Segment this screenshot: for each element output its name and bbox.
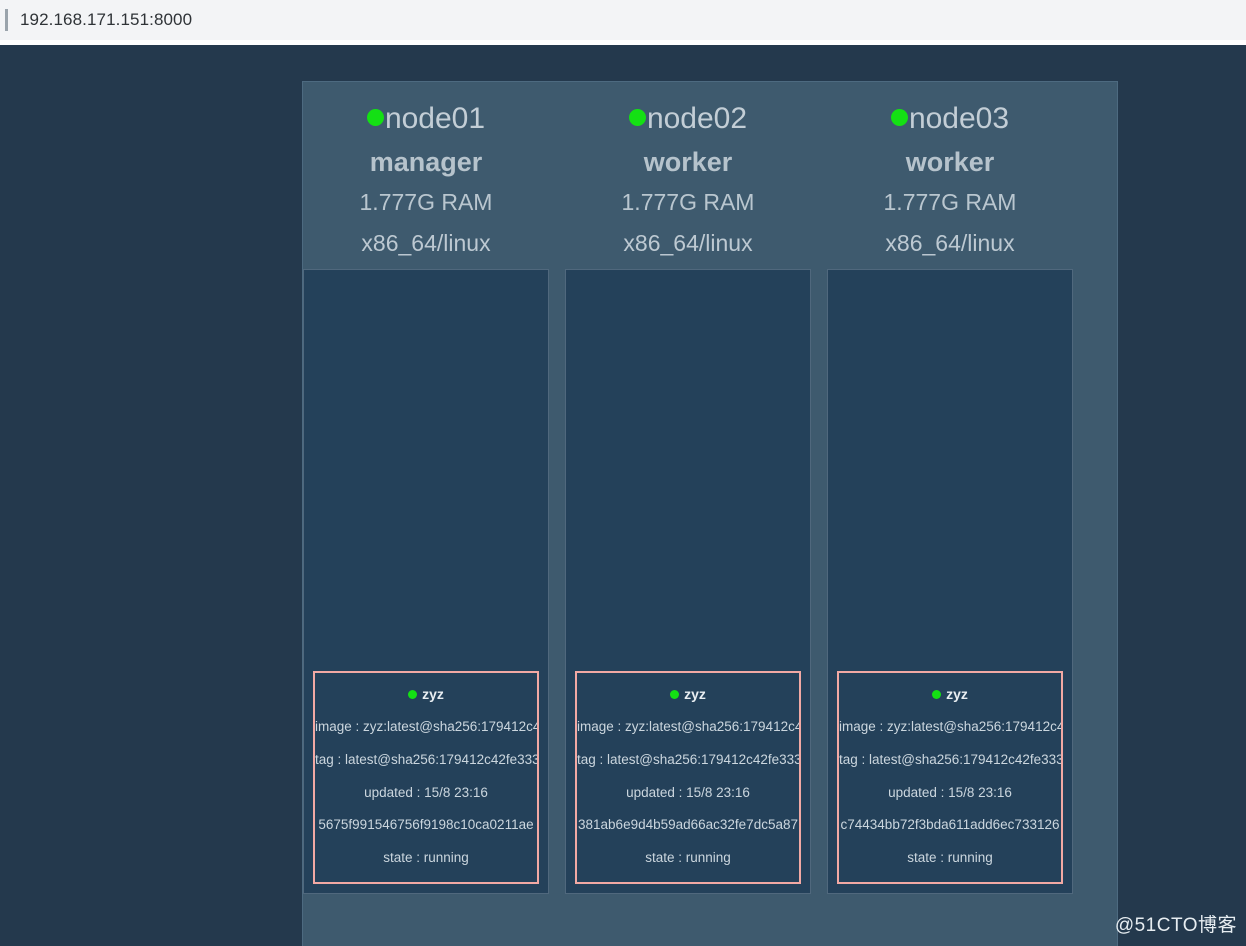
task-name-row: zyz [577, 686, 799, 703]
node-status-dot-icon [628, 108, 646, 126]
node-role-label: manager [369, 146, 483, 177]
node-title-node03: node03 [827, 100, 1073, 138]
task-name-row: zyz [839, 686, 1061, 703]
node-ram-label: 1.777G RAM [883, 189, 1017, 216]
node-header-node03: node03 worker 1.777G RAM x86_64/linux [827, 82, 1073, 269]
address-bar-url[interactable]: 192.168.171.151:8000 [20, 10, 193, 29]
task-updated-label: updated : 15/8 23:16 [626, 784, 750, 800]
task-image-label: image : zyz:latest@sha256:179412c4 [839, 718, 1063, 734]
task-image-label: image : zyz:latest@sha256:179412c4 [315, 718, 539, 734]
task-state-label: state : running [383, 850, 469, 866]
task-card[interactable]: zyz image : zyz:latest@sha256:179412c4 t… [575, 670, 801, 885]
watermark: @51CTO博客 [1114, 915, 1237, 936]
task-tag-label: tag : latest@sha256:179412c42fe333 [577, 751, 801, 767]
task-id-label: 5675f991546756f9198c10ca0211ae [318, 817, 534, 833]
task-name-row: zyz [315, 686, 537, 703]
task-status-dot-icon [670, 689, 680, 699]
node-header-node01: node01 manager 1.777G RAM x86_64/linux [303, 82, 549, 269]
node-role-label: worker [905, 146, 995, 177]
task-state-label: state : running [645, 850, 731, 866]
task-status-dot-icon [408, 689, 418, 699]
node-name-label: node01 [384, 102, 486, 135]
browser-divider [0, 40, 1246, 45]
node-body-node03: zyz image : zyz:latest@sha256:179412c4 t… [827, 269, 1073, 895]
task-name-label: zyz [684, 685, 706, 702]
task-card[interactable]: zyz image : zyz:latest@sha256:179412c4 t… [313, 670, 539, 885]
node-body-node02: zyz image : zyz:latest@sha256:179412c4 t… [565, 269, 811, 895]
task-tag-label: tag : latest@sha256:179412c42fe333 [315, 751, 539, 767]
node-status-dot-icon [890, 108, 908, 126]
task-updated-label: updated : 15/8 23:16 [888, 784, 1012, 800]
task-id-label: c74434bb72f3bda611add6ec733126 [840, 817, 1060, 833]
node-ram-label: 1.777G RAM [359, 189, 493, 216]
nodes-row: node01 manager 1.777G RAM x86_64/linux z… [303, 82, 1117, 895]
task-name-label: zyz [422, 685, 444, 702]
task-id-label: 381ab6e9d4b59ad66ac32fe7dc5a87 [578, 817, 798, 833]
task-updated-label: updated : 15/8 23:16 [364, 784, 488, 800]
url-accent-bar [5, 9, 8, 31]
task-name-label: zyz [946, 685, 968, 702]
node-arch-label: x86_64/linux [885, 230, 1015, 257]
node-title-node01: node01 [303, 100, 549, 138]
task-state-label: state : running [907, 850, 993, 866]
node-title-node02: node02 [565, 100, 811, 138]
node-name-label: node02 [646, 102, 748, 135]
node-column-node02[interactable]: node02 worker 1.777G RAM x86_64/linux zy… [565, 82, 811, 895]
node-column-node01[interactable]: node01 manager 1.777G RAM x86_64/linux z… [303, 82, 549, 895]
node-header-node02: node02 worker 1.777G RAM x86_64/linux [565, 82, 811, 269]
task-image-label: image : zyz:latest@sha256:179412c4 [577, 718, 801, 734]
browser-toolbar: 192.168.171.151:8000 [0, 0, 1246, 40]
task-card[interactable]: zyz image : zyz:latest@sha256:179412c4 t… [837, 670, 1063, 885]
node-arch-label: x86_64/linux [623, 230, 753, 257]
task-status-dot-icon [932, 689, 942, 699]
node-role-label: worker [643, 146, 733, 177]
node-body-node01: zyz image : zyz:latest@sha256:179412c4 t… [303, 269, 549, 895]
node-name-label: node03 [908, 102, 1010, 135]
node-status-dot-icon [366, 108, 384, 126]
task-tag-label: tag : latest@sha256:179412c42fe333 [839, 751, 1063, 767]
node-arch-label: x86_64/linux [361, 230, 491, 257]
swarm-visualizer-panel: node01 manager 1.777G RAM x86_64/linux z… [302, 81, 1118, 946]
page-canvas: node01 manager 1.777G RAM x86_64/linux z… [0, 45, 1246, 946]
node-column-node03[interactable]: node03 worker 1.777G RAM x86_64/linux zy… [827, 82, 1073, 895]
node-ram-label: 1.777G RAM [621, 189, 755, 216]
